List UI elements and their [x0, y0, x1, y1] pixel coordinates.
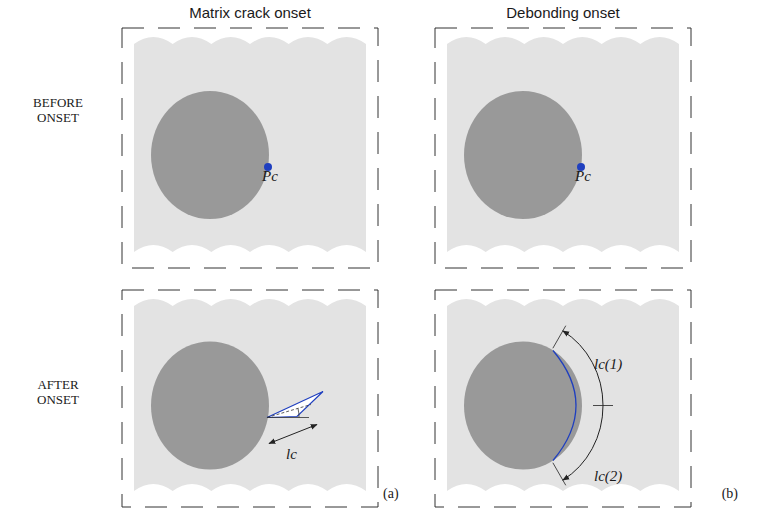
- row-label: AFTER ONSET: [26, 378, 90, 408]
- panel-title: Debonding onset: [506, 4, 619, 21]
- dashed-frame: [122, 290, 378, 507]
- fiber: [464, 342, 582, 470]
- extension-line: [553, 326, 566, 349]
- panel-tag: (b): [722, 486, 738, 502]
- fiber: [464, 91, 582, 219]
- dashed-frame: [435, 290, 691, 507]
- angle-arc: [298, 409, 299, 418]
- length-dimension: [269, 425, 317, 444]
- fiber: [151, 342, 269, 470]
- panel-tag: (a): [383, 486, 399, 502]
- point-label: Pc: [575, 168, 591, 185]
- matrix: [134, 37, 366, 252]
- crack-axis: [267, 405, 311, 418]
- matrix: [447, 299, 679, 491]
- debond-crack: [553, 351, 576, 461]
- panel-title: Matrix crack onset: [189, 4, 311, 21]
- dashed-frame: [435, 28, 691, 268]
- extension-line: [553, 463, 566, 486]
- length-label: lc: [286, 446, 297, 463]
- fiber: [151, 91, 269, 219]
- matrix: [447, 37, 679, 252]
- matrix-crack: [267, 392, 323, 418]
- point-label: Pc: [262, 168, 278, 185]
- row-label: BEFORE ONSET: [26, 96, 90, 126]
- length-label: lc(2): [594, 468, 622, 485]
- matrix: [134, 299, 366, 491]
- divider-tick: [593, 405, 613, 406]
- length-label: lc(1): [594, 356, 622, 373]
- reference-line: [267, 417, 309, 418]
- dashed-frame: [122, 28, 378, 268]
